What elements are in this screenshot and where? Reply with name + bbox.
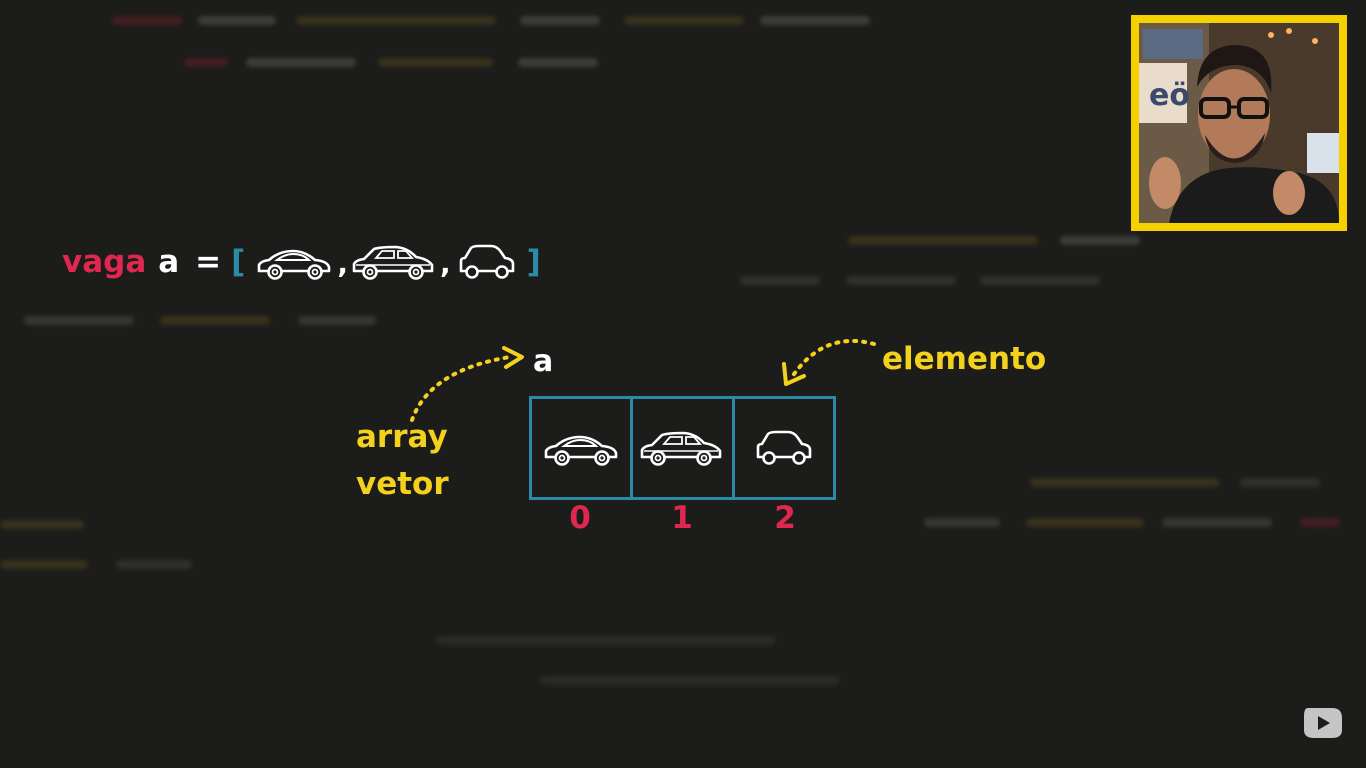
compact-car-icon: [756, 430, 812, 465]
array-pointer-arrow: [410, 346, 524, 422]
presenter-portrait: eö: [1139, 23, 1339, 223]
code-declaration: vaga a = [ , , ]: [62, 238, 541, 286]
hatchback-car-icon: [641, 431, 722, 466]
keyword-vaga: vaga: [62, 244, 147, 280]
equals-sign: =: [195, 244, 222, 280]
index-1: 1: [671, 500, 693, 536]
sedan-car-icon: [258, 249, 331, 280]
array-label-line2: vetor: [356, 466, 449, 502]
array-diagram: [529, 396, 836, 500]
element-pointer-arrow: [782, 339, 876, 386]
array-name-label: a: [533, 344, 554, 379]
hatchback-car-icon: [352, 245, 434, 280]
open-bracket: [: [231, 244, 246, 280]
array-vetor-label: array vetor: [356, 414, 449, 508]
array-cell-2: [735, 399, 833, 497]
svg-text:eö: eö: [1149, 78, 1190, 113]
variable-name: a: [158, 244, 180, 280]
array-label-line1: array: [356, 419, 448, 455]
index-2: 2: [774, 500, 796, 536]
array-cell-1: [633, 399, 735, 497]
element-label: elemento: [882, 341, 1047, 377]
separator-comma: ,: [439, 247, 451, 280]
index-0: 0: [569, 500, 591, 536]
array-cell-0: [532, 399, 634, 497]
presenter-webcam: eö: [1131, 15, 1347, 231]
compact-car-icon: [459, 244, 514, 279]
sedan-car-icon: [544, 435, 618, 466]
close-bracket: ]: [526, 244, 541, 280]
youtube-play-icon: [1304, 708, 1342, 738]
separator-comma: ,: [337, 247, 348, 280]
